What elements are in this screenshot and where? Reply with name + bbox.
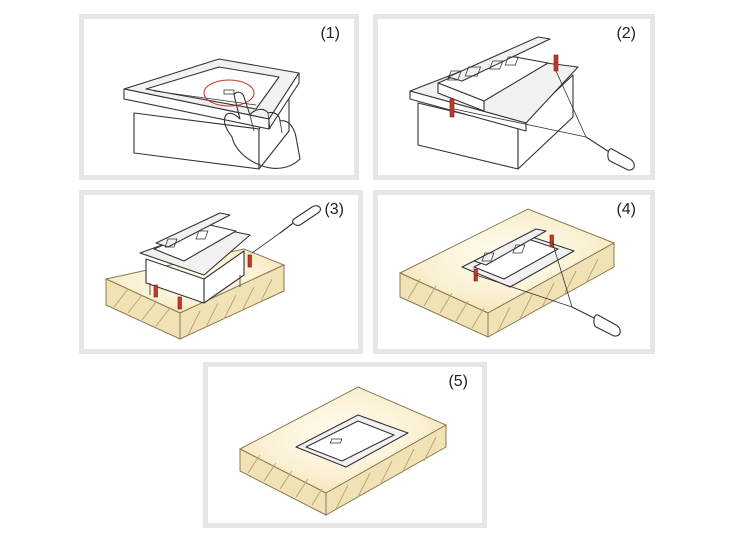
step-5-label: (5) [448,373,468,390]
step-3-install-into-desk-illustration [104,205,321,340]
step-1-panel: (1) [79,14,359,180]
step-1-press-lid-illustration [123,58,301,170]
step-1-label: (1) [320,25,340,42]
step-3-label: (3) [324,201,344,218]
step-4-label: (4) [616,201,636,218]
step-5-finished-installation-illustration [238,386,448,516]
step-4-secure-screws-illustration [398,208,621,338]
step-2-label: (2) [616,25,636,42]
step-3-panel: (3) [79,190,363,354]
step-5-panel: (5) [203,362,487,528]
step-2-panel: (2) [373,14,655,180]
step-2-open-socket-illustration [409,36,635,171]
step-4-panel: (4) [373,190,655,354]
